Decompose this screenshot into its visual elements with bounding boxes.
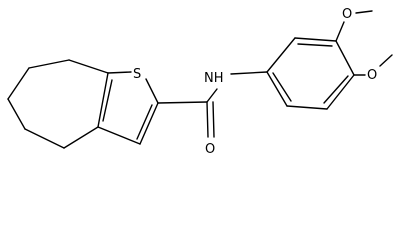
bond [136,104,153,140]
bond [266,71,288,107]
bond [272,72,292,102]
methoxy-oxygen-upper-label: O [342,7,352,22]
bond [355,10,373,14]
thiophene-ring [97,71,159,145]
amide-group [157,88,218,138]
methoxy-groups [335,10,393,76]
bond [286,105,328,110]
bond [28,59,70,69]
bond [230,71,268,75]
bond [297,43,333,47]
amide-nh-label: NH [204,71,224,86]
molecule-structure: S NH O O O [7,7,393,156]
bond [326,74,355,110]
bond [379,54,393,67]
bond [335,40,355,76]
bond [266,37,296,73]
bond [139,102,159,145]
sulfur-atom-label: S [133,67,141,82]
bond [24,128,65,149]
bond [68,59,109,74]
dimethoxyphenyl-ring [230,37,355,110]
bond [206,101,209,138]
bond [212,101,215,138]
bond [145,78,159,104]
atom-labels: S NH O O O [133,7,377,156]
methoxy-oxygen-lower-label: O [367,68,377,83]
bond [97,72,109,128]
bond [97,126,141,145]
carbonyl-oxygen-label: O [205,142,215,156]
cycloheptane-ring [7,59,109,149]
bond [323,75,349,104]
bond [7,67,30,100]
bond [335,21,345,42]
bond [157,101,208,104]
bond [107,71,132,74]
bond [102,79,113,122]
bond [206,88,218,103]
bond [294,37,337,42]
bond [63,126,99,149]
bond [7,98,26,130]
molecule-canvas: S NH O O O [7,7,393,156]
